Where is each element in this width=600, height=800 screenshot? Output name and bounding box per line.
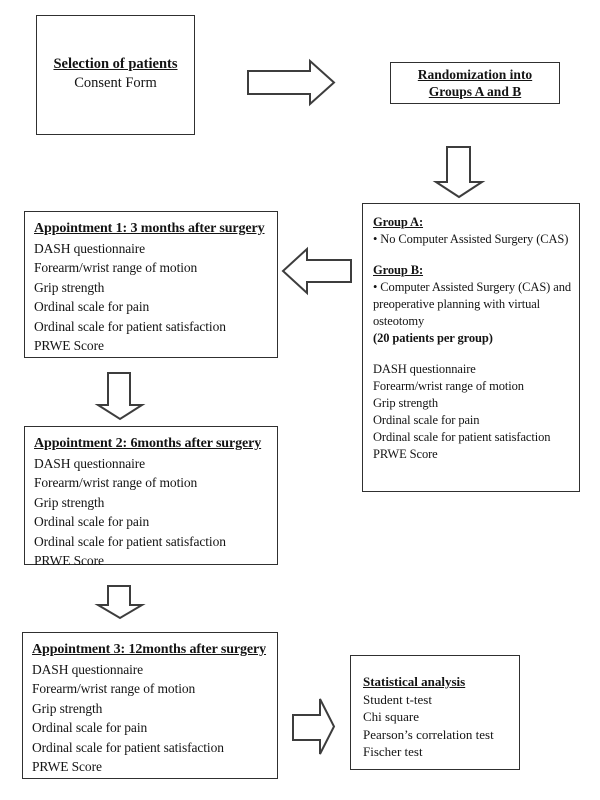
right-arrow-selection-to-randomization xyxy=(247,58,336,107)
measure-item: PRWE Score xyxy=(373,447,438,461)
measure-item: Forearm/wrist range of motion xyxy=(34,475,198,490)
consent-form-label: Consent Form xyxy=(74,75,157,91)
appointment1-title: Appointment 1: 3 months after surgery xyxy=(34,221,265,236)
statistics-title: Statistical analysis xyxy=(363,674,466,689)
appointment3-box: Appointment 3: 12months after surgery DA… xyxy=(22,632,278,779)
patients-per-group-note: (20 patients per group) xyxy=(373,331,493,345)
measure-item: DASH questionnaire xyxy=(34,455,146,471)
measure-item: Forearm/wrist range of motion xyxy=(32,681,196,696)
measure-item: Ordinal scale for pain xyxy=(34,514,150,529)
measure-item: Forearm/wrist range of motion xyxy=(34,260,198,275)
down-arrow-randomization-to-groups xyxy=(432,146,486,199)
right-arrow-appointment3-to-statistics xyxy=(292,698,336,755)
group-b-heading: Group B: xyxy=(373,263,424,277)
measure-item: PRWE Score xyxy=(34,553,104,568)
appointment2-box: Appointment 2: 6months after surgery DAS… xyxy=(24,426,278,568)
measure-item: Ordinal scale for pain xyxy=(373,413,480,427)
statistics-item: Pearson’s correlation test xyxy=(363,726,494,742)
randomization-box: Randomization into Groups A and B xyxy=(390,62,560,104)
statistics-item: Fischer test xyxy=(363,744,423,759)
measure-item: DASH questionnaire xyxy=(34,240,146,256)
measure-item: Grip strength xyxy=(32,700,103,716)
group-a-heading: Group A: xyxy=(373,215,424,229)
left-arrow-groups-to-appointment1 xyxy=(281,246,352,296)
measure-item: Ordinal scale for patient satisfaction xyxy=(34,318,226,334)
measure-item: Grip strength xyxy=(34,279,105,295)
randomization-line2: Groups A and B xyxy=(428,83,522,99)
appointment1-box: Appointment 1: 3 months after surgery DA… xyxy=(24,211,278,358)
measure-item: PRWE Score xyxy=(32,759,102,774)
measure-item: DASH questionnaire xyxy=(32,661,144,677)
appointment2-title: Appointment 2: 6months after surgery xyxy=(34,436,262,451)
statistical-analysis-box: Statistical analysis Student t-test Chi … xyxy=(350,655,520,770)
measure-item: DASH questionnaire xyxy=(373,362,476,376)
measure-item: Forearm/wrist range of motion xyxy=(373,379,524,393)
measure-item: Ordinal scale for patient satisfaction xyxy=(34,533,226,549)
randomization-line1: Randomization into xyxy=(417,67,533,82)
down-arrow-appointment1-to-appointment2 xyxy=(94,372,146,421)
measure-item: Ordinal scale for pain xyxy=(34,299,150,314)
down-arrow-appointment2-to-appointment3 xyxy=(94,585,146,620)
group-b-bullet: • Computer Assisted Surgery (CAS) and pr… xyxy=(373,280,572,328)
measure-item: Ordinal scale for patient satisfaction xyxy=(373,430,551,444)
measure-item: PRWE Score xyxy=(34,338,104,353)
measure-item: Ordinal scale for patient satisfaction xyxy=(32,739,224,755)
spacer xyxy=(373,347,571,361)
measure-item: Ordinal scale for pain xyxy=(32,720,148,735)
measure-item: Grip strength xyxy=(373,396,439,410)
groups-box: Group A: • No Computer Assisted Surgery … xyxy=(362,203,580,492)
statistics-item: Chi square xyxy=(363,709,419,724)
spacer xyxy=(373,248,571,262)
appointment3-title: Appointment 3: 12months after surgery xyxy=(32,642,267,657)
selection-of-patients-box: Selection of patients Consent Form xyxy=(36,15,195,135)
measure-item: Grip strength xyxy=(34,494,105,510)
group-a-bullet: • No Computer Assisted Surgery (CAS) xyxy=(373,232,569,246)
statistics-item: Student t-test xyxy=(363,691,432,707)
selection-title: Selection of patients xyxy=(53,56,178,72)
